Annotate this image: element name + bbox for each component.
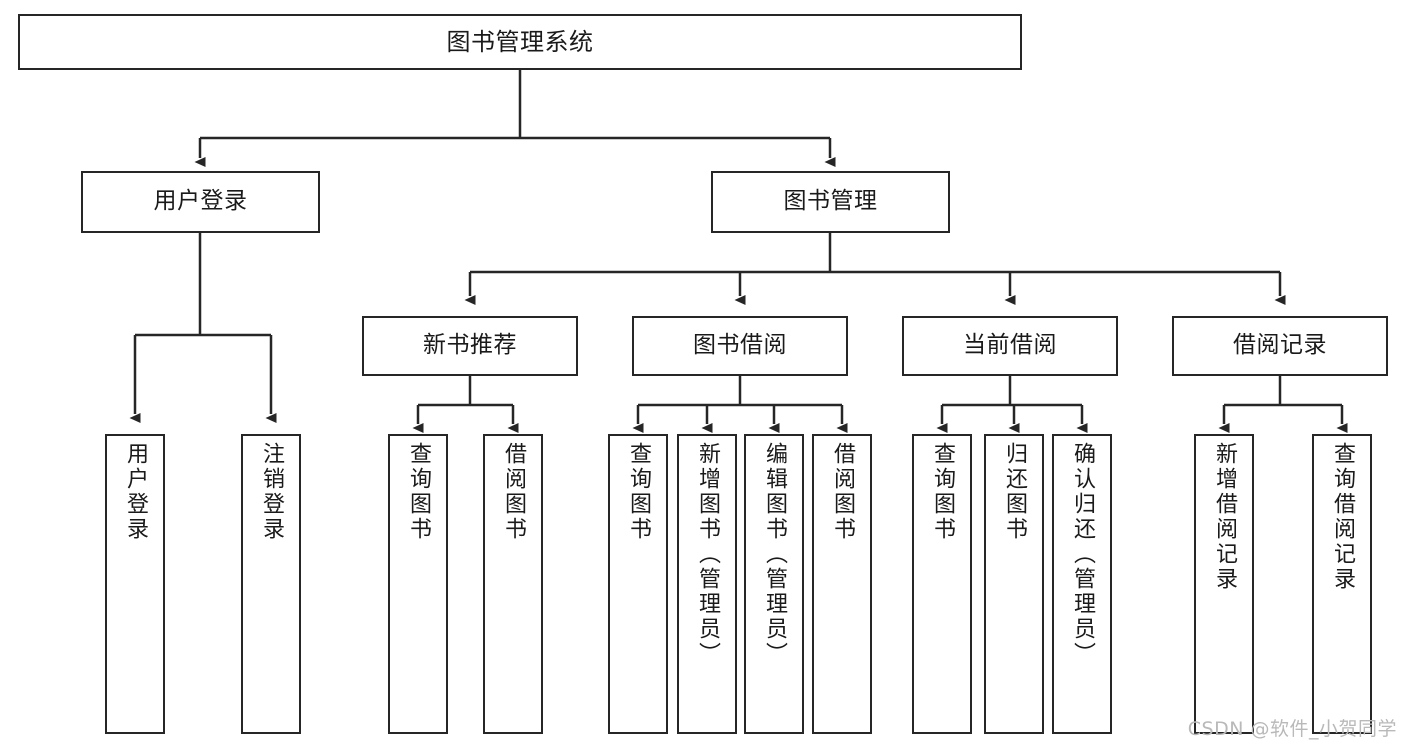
leaf-current-borrow-query-book[interactable]: 查询图书: [912, 434, 972, 734]
node-label: 新增图书（管理员）: [695, 442, 720, 667]
leaf-book-borrow-borrow-book[interactable]: 借阅图书: [812, 434, 872, 734]
leaf-book-borrow-edit-book-admin[interactable]: 编辑图书（管理员）: [744, 434, 804, 734]
node-label: 新书推荐: [423, 332, 517, 359]
node-new-book-recommend[interactable]: 新书推荐: [362, 316, 578, 376]
node-label: 确认归还（管理员）: [1070, 442, 1095, 667]
csdn-watermark: CSDN @软件_小贺同学: [1187, 718, 1397, 740]
node-label: 用户登录: [123, 442, 148, 542]
node-label: 借阅图书: [830, 442, 855, 542]
node-label: 当前借阅: [963, 332, 1057, 359]
leaf-new-book-borrow-book[interactable]: 借阅图书: [483, 434, 543, 734]
node-label: 借阅图书: [501, 442, 526, 542]
leaf-user-login-logout[interactable]: 注销登录: [241, 434, 301, 734]
node-label: 新增借阅记录: [1212, 442, 1237, 592]
node-label: 注销登录: [259, 442, 284, 542]
node-label: 查询借阅记录: [1330, 442, 1355, 592]
node-label: 查询图书: [406, 442, 431, 542]
node-label: 编辑图书（管理员）: [762, 442, 787, 667]
leaf-book-borrow-query-book[interactable]: 查询图书: [608, 434, 668, 734]
node-book-management[interactable]: 图书管理: [711, 171, 950, 233]
node-book-borrow[interactable]: 图书借阅: [632, 316, 848, 376]
node-label: 查询图书: [626, 442, 651, 542]
leaf-borrow-record-add-record[interactable]: 新增借阅记录: [1194, 434, 1254, 734]
node-current-borrow[interactable]: 当前借阅: [902, 316, 1118, 376]
node-label: 查询图书: [930, 442, 955, 542]
leaf-new-book-query-book[interactable]: 查询图书: [388, 434, 448, 734]
node-label: 图书借阅: [693, 332, 787, 359]
node-label: 图书管理: [783, 188, 878, 215]
leaf-user-login-login[interactable]: 用户登录: [105, 434, 165, 734]
node-borrow-record[interactable]: 借阅记录: [1172, 316, 1388, 376]
node-label: 用户登录: [153, 188, 248, 215]
node-user-login[interactable]: 用户登录: [81, 171, 320, 233]
node-root-book-management-system[interactable]: 图书管理系统: [18, 14, 1022, 70]
leaf-current-borrow-confirm-return-admin[interactable]: 确认归还（管理员）: [1052, 434, 1112, 734]
node-label: 图书管理系统: [446, 27, 594, 56]
leaf-borrow-record-query-record[interactable]: 查询借阅记录: [1312, 434, 1372, 734]
node-label: 归还图书: [1002, 442, 1027, 542]
leaf-current-borrow-return-book[interactable]: 归还图书: [984, 434, 1044, 734]
node-label: 借阅记录: [1233, 332, 1327, 359]
leaf-book-borrow-add-book-admin[interactable]: 新增图书（管理员）: [677, 434, 737, 734]
